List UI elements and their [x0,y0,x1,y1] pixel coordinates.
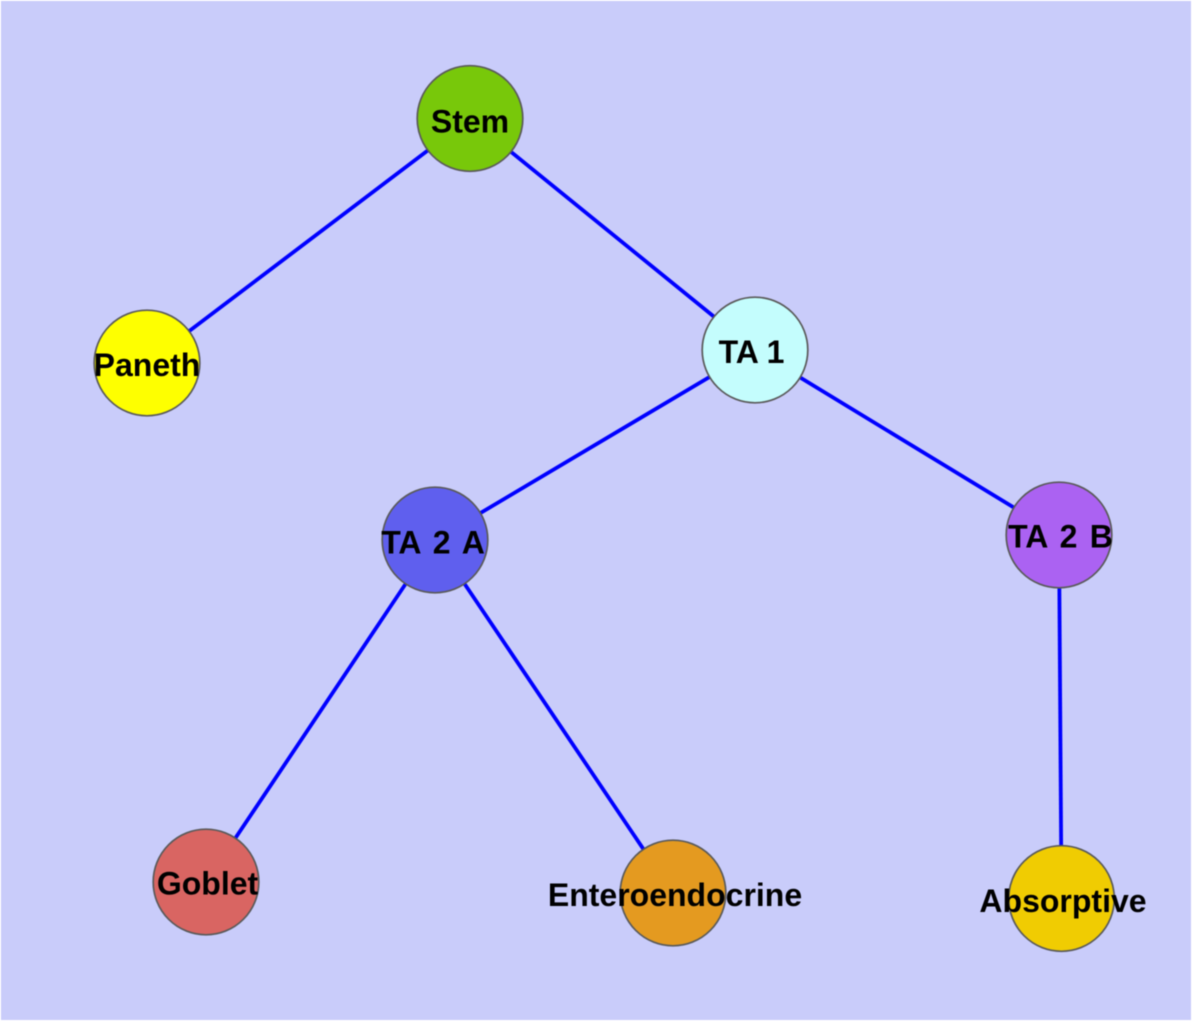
svg-text:TA 1: TA 1 [719,334,785,370]
svg-text:Stem: Stem [431,104,509,140]
svg-text:TA 2 B: TA 2 B [1008,519,1113,555]
svg-text:Goblet: Goblet [157,866,259,902]
svg-text:TA 2 A: TA 2 A [381,525,485,561]
svg-text:Enteroendocrine: Enteroendocrine [548,877,802,913]
svg-text:Absorptive: Absorptive [979,883,1146,919]
svg-text:Paneth: Paneth [94,347,201,383]
